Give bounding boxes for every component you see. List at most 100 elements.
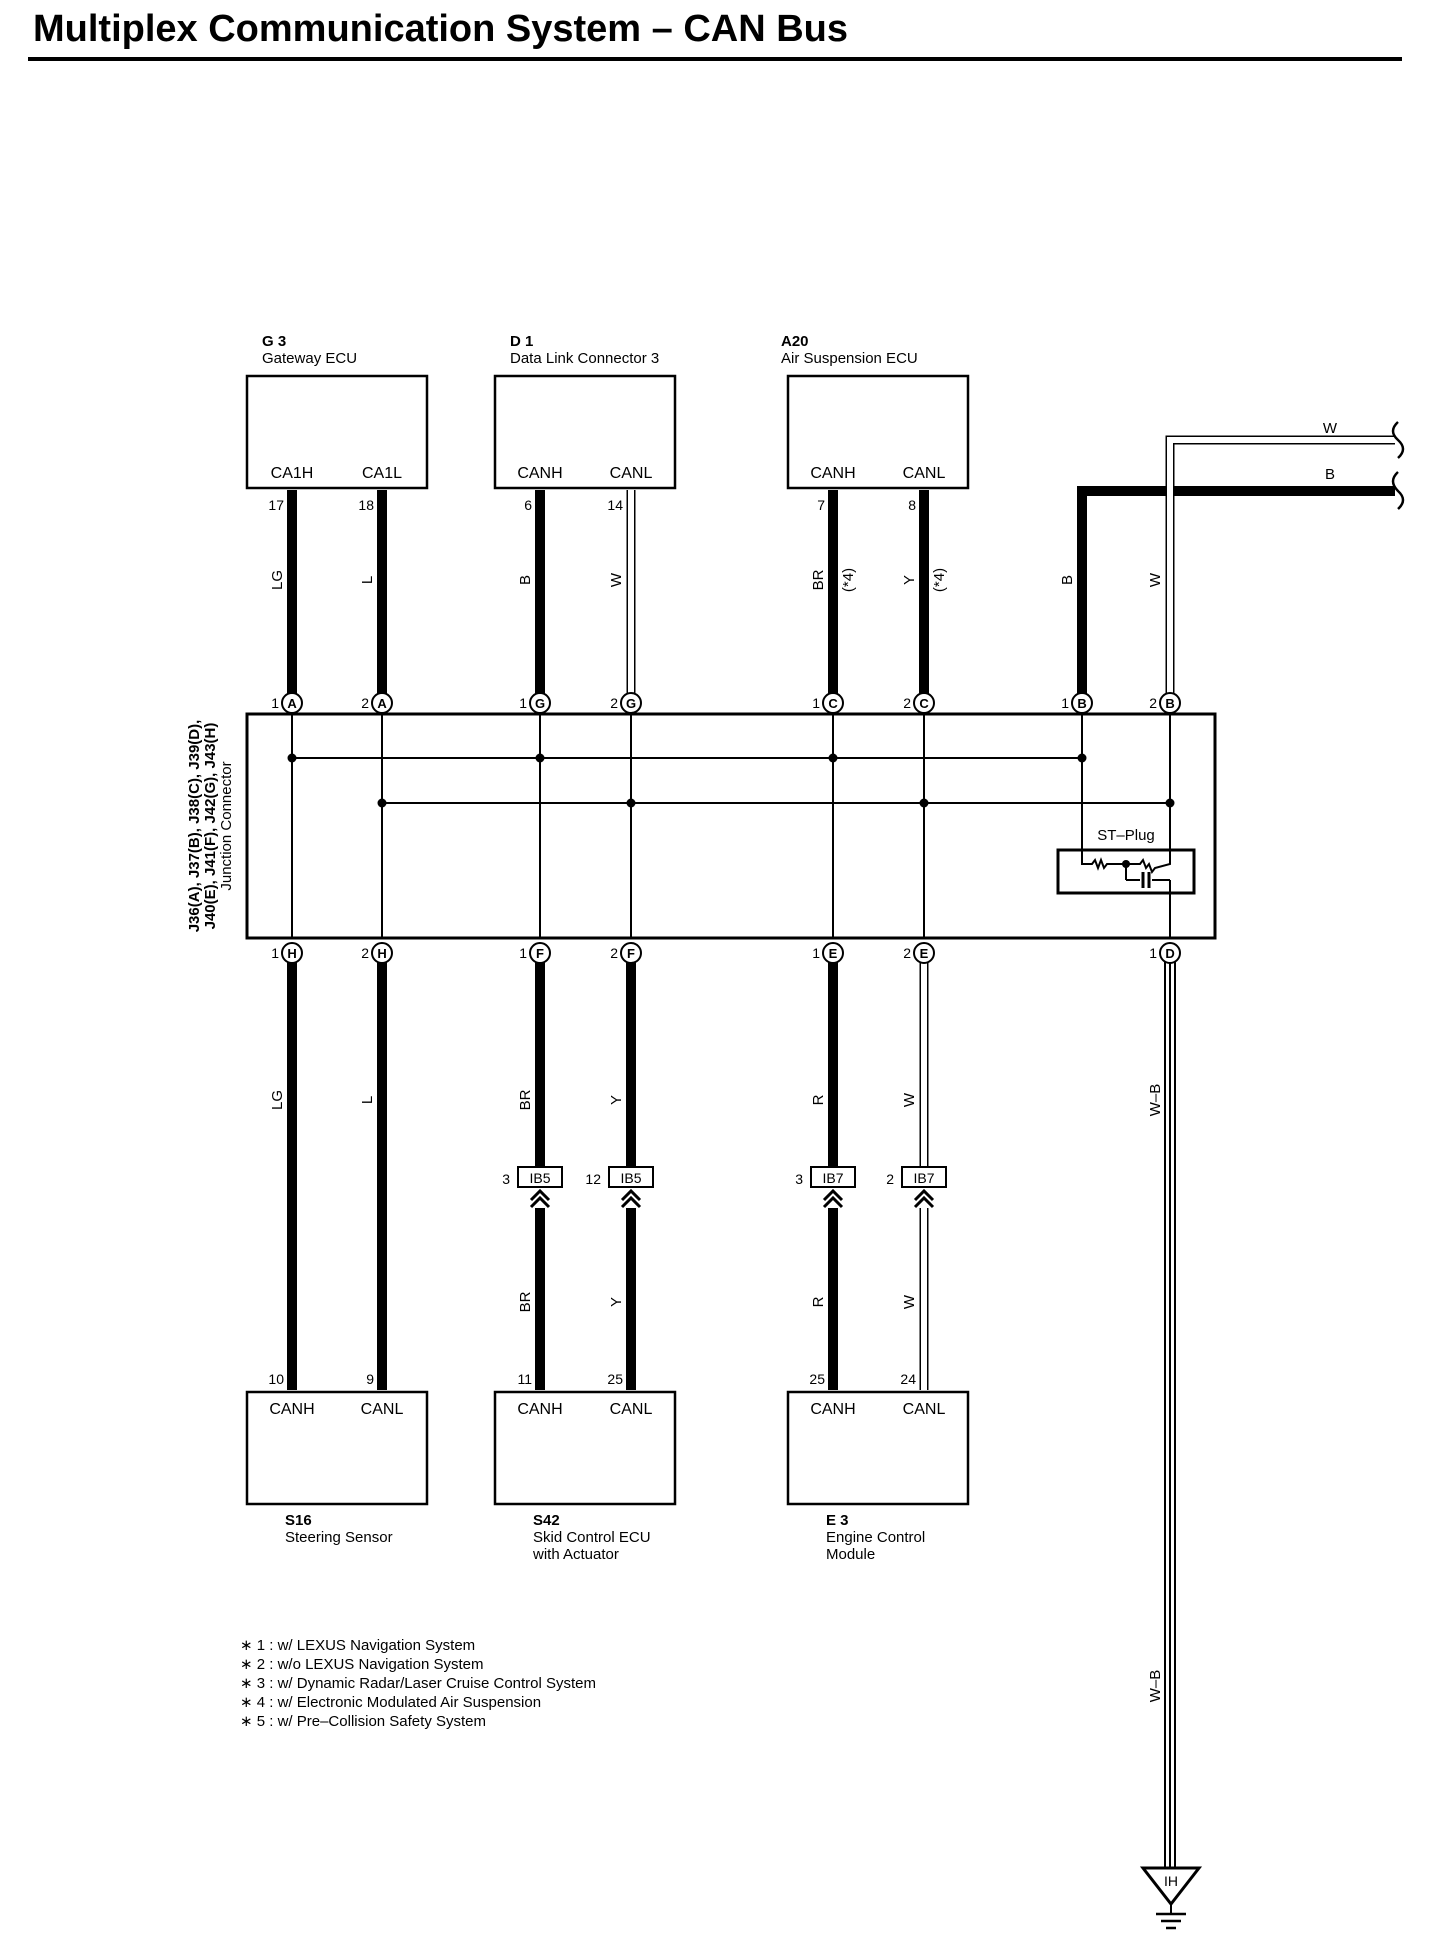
svg-text:E: E xyxy=(920,946,929,961)
svg-text:12: 12 xyxy=(585,1171,601,1187)
svg-text:W–B: W–B xyxy=(1147,1084,1164,1117)
pin-number: 25 xyxy=(607,1371,623,1387)
svg-text:2: 2 xyxy=(903,695,911,711)
svg-text:1: 1 xyxy=(812,945,820,961)
component-air-suspension-ecu: A20 Air Suspension ECU CANH CANL 7 8 xyxy=(781,333,970,513)
svg-text:B: B xyxy=(1077,696,1086,711)
svg-text:L: L xyxy=(359,1096,376,1104)
pin-number: 14 xyxy=(607,497,623,513)
inline-connector-ib5-3: 3 IB5 xyxy=(502,1166,563,1209)
component-code: G 3 xyxy=(262,333,286,350)
svg-text:1: 1 xyxy=(519,695,527,711)
component-box xyxy=(245,1390,429,1506)
svg-text:BR: BR xyxy=(517,1089,534,1110)
pin-label: CANH xyxy=(517,465,562,482)
svg-text:E: E xyxy=(829,946,838,961)
footnote: ∗ 5 : w/ Pre–Collision Safety System xyxy=(240,1713,486,1730)
bottom-wire-labels: LG L BR Y R W BR Y R W W–B W–B xyxy=(269,1084,1164,1703)
svg-text:W: W xyxy=(608,572,625,587)
component-name: Engine Control xyxy=(826,1529,925,1546)
pin-number: 17 xyxy=(268,497,284,513)
st-plug-box xyxy=(1056,848,1196,895)
svg-text:(*4): (*4) xyxy=(840,568,857,592)
pin-label: CANL xyxy=(610,1401,653,1418)
svg-text:1: 1 xyxy=(271,695,279,711)
pin-label: CANH xyxy=(810,465,855,482)
component-name: Air Suspension ECU xyxy=(781,350,918,367)
svg-text:B: B xyxy=(517,575,534,585)
svg-text:Y: Y xyxy=(608,1297,625,1307)
component-name: Skid Control ECU xyxy=(533,1529,651,1546)
svg-text:F: F xyxy=(627,946,635,961)
component-code: A20 xyxy=(781,333,809,350)
svg-text:2: 2 xyxy=(886,1171,894,1187)
svg-text:3: 3 xyxy=(795,1171,803,1187)
component-box xyxy=(493,1390,677,1506)
component-name: Data Link Connector 3 xyxy=(510,350,659,367)
svg-text:J40(E), J41(F), J42(G), J43(H): J40(E), J41(F), J42(G), J43(H) xyxy=(202,723,219,930)
component-code: S16 xyxy=(285,1512,312,1529)
page-title: Multiplex Communication System – CAN Bus xyxy=(33,8,848,50)
component-box xyxy=(245,374,429,490)
bus-label-w: W xyxy=(1323,420,1338,437)
pin-label: CANL xyxy=(361,1401,404,1418)
svg-text:IB5: IB5 xyxy=(620,1170,641,1186)
svg-text:D: D xyxy=(1165,946,1174,961)
component-skid-control-ecu: 11 25 CANH CANL S42 Skid Control ECU wit… xyxy=(493,1371,677,1563)
svg-text:IB5: IB5 xyxy=(529,1170,550,1186)
bus-label-b: B xyxy=(1325,466,1335,483)
svg-text:2: 2 xyxy=(361,945,369,961)
svg-text:Y: Y xyxy=(608,1095,625,1105)
bottom-wires xyxy=(287,962,1176,1868)
svg-text:(*4): (*4) xyxy=(931,568,948,592)
pin-label: CANL xyxy=(903,1401,946,1418)
inline-connector-ib7-2: 2 IB7 xyxy=(886,1166,947,1209)
footnote: ∗ 2 : w/o LEXUS Navigation System xyxy=(240,1656,484,1673)
svg-text:C: C xyxy=(828,696,838,711)
svg-text:L: L xyxy=(359,576,376,584)
inline-connector-ib7-3: 3 IB7 xyxy=(795,1166,856,1209)
svg-text:A: A xyxy=(287,696,297,711)
component-name: Gateway ECU xyxy=(262,350,357,367)
svg-text:1: 1 xyxy=(1061,695,1069,711)
svg-text:A: A xyxy=(377,696,387,711)
component-engine-control-module: 25 24 CANH CANL E 3 Engine Control Modul… xyxy=(786,1371,970,1563)
pin-number: 9 xyxy=(366,1371,374,1387)
pin-number: 10 xyxy=(268,1371,284,1387)
svg-text:BR: BR xyxy=(810,569,827,590)
component-name: with Actuator xyxy=(532,1546,619,1563)
ground-symbol: IH xyxy=(1139,1866,1203,1930)
svg-text:H: H xyxy=(287,946,296,961)
pin-number: 18 xyxy=(358,497,374,513)
svg-text:C: C xyxy=(919,696,929,711)
junction-label: J36(A), J37(B), J38(C), J39(D), J40(E), … xyxy=(186,720,235,933)
svg-text:R: R xyxy=(810,1296,827,1307)
component-code: D 1 xyxy=(510,333,533,350)
svg-text:LG: LG xyxy=(269,1090,286,1110)
svg-text:R: R xyxy=(810,1094,827,1105)
footnote: ∗ 3 : w/ Dynamic Radar/Laser Cruise Cont… xyxy=(240,1675,596,1692)
svg-text:W: W xyxy=(1147,572,1164,587)
footnote: ∗ 1 : w/ LEXUS Navigation System xyxy=(240,1637,475,1654)
pin-label: CANH xyxy=(269,1401,314,1418)
pin-label: CANH xyxy=(517,1401,562,1418)
svg-text:G: G xyxy=(535,696,545,711)
pin-number: 25 xyxy=(809,1371,825,1387)
top-wires xyxy=(287,421,1405,694)
component-box xyxy=(786,374,970,490)
pin-number: 8 xyxy=(908,497,916,513)
pin-number: 7 xyxy=(817,497,825,513)
svg-text:F: F xyxy=(536,946,544,961)
svg-text:H: H xyxy=(377,946,386,961)
svg-text:LG: LG xyxy=(269,570,286,590)
svg-text:W: W xyxy=(901,1294,918,1309)
junction-box xyxy=(245,712,1217,940)
component-name: Steering Sensor xyxy=(285,1529,393,1546)
svg-text:IB7: IB7 xyxy=(822,1170,843,1186)
svg-text:W: W xyxy=(901,1092,918,1107)
junction-connector: ST–Plug J36(A), J37(B), J38(C), J39(D), … xyxy=(186,712,1217,940)
svg-text:2: 2 xyxy=(903,945,911,961)
svg-text:2: 2 xyxy=(610,945,618,961)
pin-label: CA1H xyxy=(271,465,314,482)
